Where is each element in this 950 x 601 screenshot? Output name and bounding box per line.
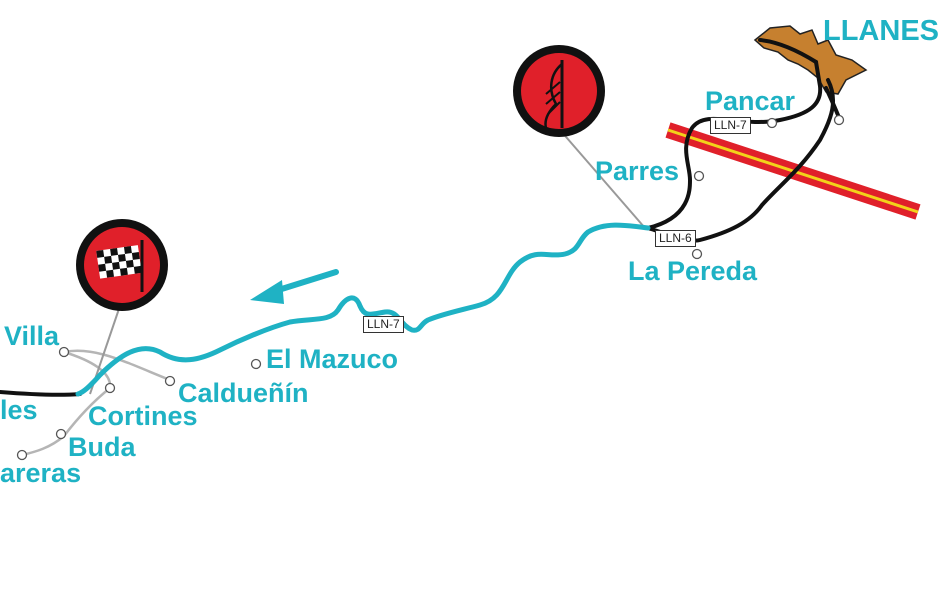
place-areras: areras	[0, 458, 82, 488]
start-marker-pole	[559, 129, 646, 229]
route-line	[75, 222, 651, 397]
place-les: les	[0, 395, 38, 425]
place-pancar: Pancar	[705, 86, 796, 116]
checkered-flag-icon	[76, 219, 168, 311]
place-caldueñin: Calduеñín	[178, 378, 309, 408]
place-dots	[16, 114, 845, 461]
place-parres: Parres	[595, 156, 680, 186]
road-label-lln7-top: LLN-7	[710, 117, 751, 134]
place-buda: Buda	[68, 432, 136, 462]
road-label-lln7-mid: LLN-7	[363, 316, 404, 333]
place-villa: Villa	[4, 321, 60, 351]
road-label-lln6: LLN-6	[655, 230, 696, 247]
direction-arrow-icon	[250, 269, 339, 304]
start-flag-icon	[513, 45, 605, 137]
place-cortines: Cortines	[88, 401, 198, 431]
place-el-mazuco: El Mazuco	[266, 344, 399, 374]
place-la-pereda: La Pereda	[628, 256, 758, 286]
place-llanes: LLANES	[823, 15, 939, 47]
